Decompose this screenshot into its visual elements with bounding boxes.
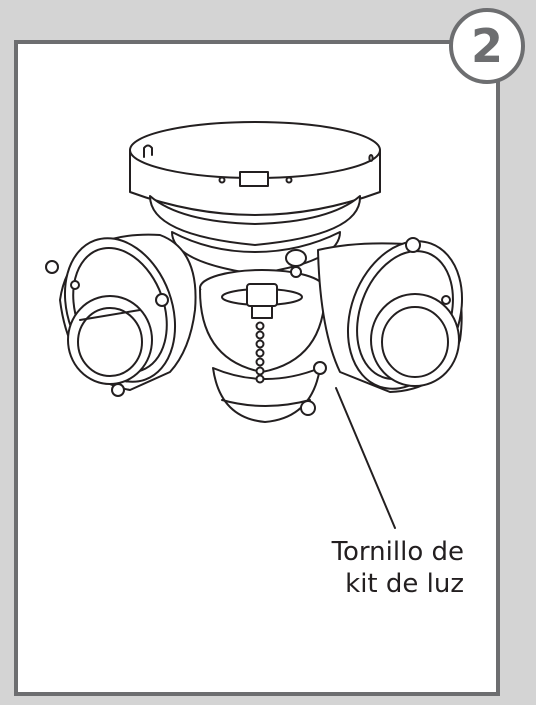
left-lamp-holder: [45, 233, 197, 397]
light-kit-screw-icon: [285, 249, 307, 278]
callout-label: Tornillo de kit de luz: [332, 536, 464, 600]
canopy: [129, 121, 381, 216]
callout-leader-line: [335, 387, 396, 529]
callout-line-2: kit de luz: [345, 569, 464, 599]
step-number: 2: [470, 19, 503, 73]
step-number-badge: 2: [449, 8, 525, 84]
callout-line-1: Tornillo de: [331, 537, 464, 567]
right-lamp-holder: [300, 237, 464, 416]
pull-chain: [246, 283, 278, 384]
